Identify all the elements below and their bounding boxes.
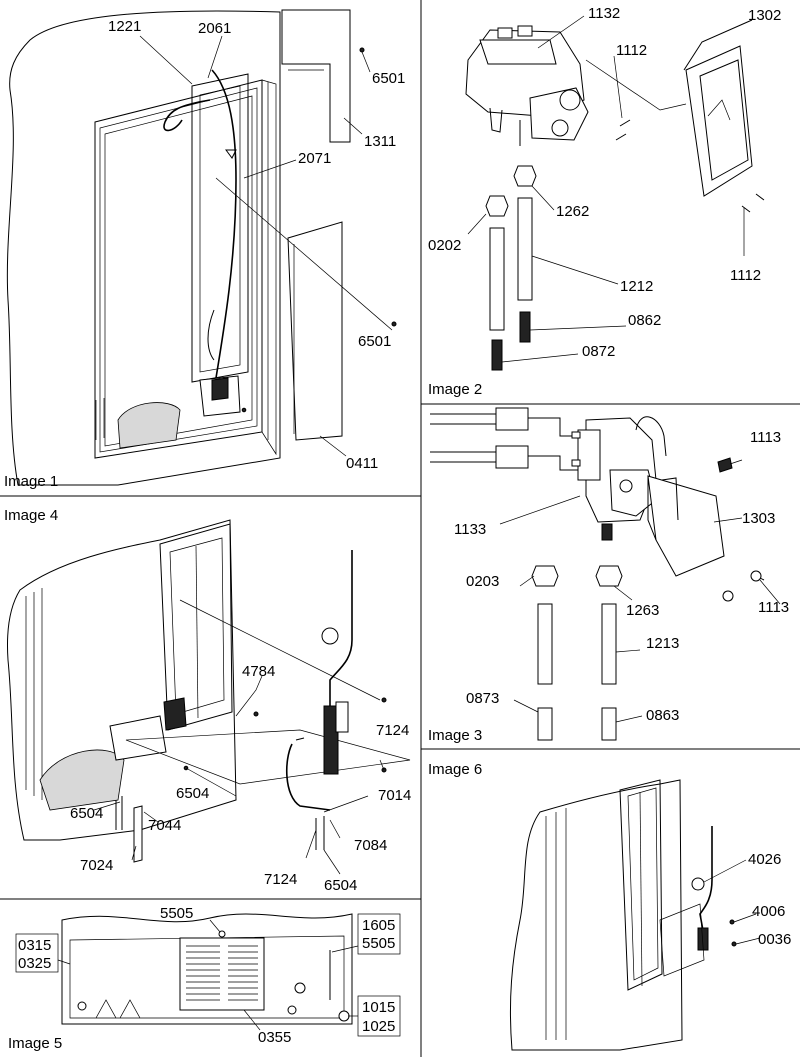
- callout: 1133: [454, 521, 486, 538]
- callout: 1605: [362, 917, 395, 934]
- callout: 6501: [372, 70, 405, 87]
- callout: 5505: [362, 935, 395, 952]
- image1-refrigerator-drawing: [6, 9, 397, 486]
- callout: 6504: [176, 785, 209, 802]
- callout: 0315: [18, 937, 51, 954]
- callout: 5505: [160, 905, 193, 922]
- callout: 0325: [18, 955, 51, 972]
- image6-panel: 4026 4006 0036 Image 6: [428, 761, 791, 1051]
- callout: 0036: [758, 931, 791, 948]
- callout: 1112: [730, 267, 761, 284]
- image2-panel: 1132 1302 1112 1262 0202 1212 1112 0862 …: [428, 5, 781, 398]
- callout: 1262: [556, 203, 589, 220]
- callout: 0873: [466, 690, 499, 707]
- callout: 1015: [362, 999, 395, 1016]
- callout: 1212: [620, 278, 653, 295]
- image-label: Image 1: [4, 473, 58, 490]
- callout: 1303: [742, 510, 775, 527]
- image4-panel: 4784 7124 6504 7014 6504 7044 7084 7024 …: [4, 507, 411, 894]
- callout: 7024: [80, 857, 113, 874]
- callout: 1025: [362, 1018, 395, 1035]
- callout: 1113: [750, 429, 781, 446]
- image6-refrigerator-drawing: [509, 779, 761, 1051]
- callout: 7124: [264, 871, 297, 888]
- callout: 1213: [646, 635, 679, 652]
- callout: 6504: [324, 877, 357, 894]
- image5-panel: 5505 0315 0325 1605 5505 1015 1025 0355 …: [8, 905, 401, 1052]
- callout: 1113: [758, 599, 789, 616]
- callout: 0355: [258, 1029, 291, 1046]
- callout: 7084: [354, 837, 387, 854]
- callout: 0862: [628, 312, 661, 329]
- image3-water-valve-drawing: [430, 407, 781, 741]
- callout: 6504: [70, 805, 103, 822]
- image2-water-valve-drawing: [465, 15, 765, 371]
- callout: 0411: [346, 455, 378, 472]
- callout: 4784: [242, 663, 275, 680]
- callout: 1263: [626, 602, 659, 619]
- image1-panel: 1221 2061 6501 1311 2071 6501 0411 Image…: [4, 9, 405, 490]
- image-label: Image 4: [4, 507, 58, 524]
- callout: 4006: [752, 903, 785, 920]
- image5-vents: [179, 937, 265, 1011]
- image-label: Image 3: [428, 727, 482, 744]
- callout: 2071: [298, 150, 331, 167]
- callout: 0203: [466, 573, 499, 590]
- callout: 1132: [588, 5, 620, 22]
- callout: 7124: [376, 722, 409, 739]
- callout: 0202: [428, 237, 461, 254]
- callout: 1221: [108, 18, 141, 35]
- callout: 7044: [148, 817, 181, 834]
- callout: 6501: [358, 333, 391, 350]
- callout: 1112: [616, 42, 647, 59]
- callout: 0872: [582, 343, 615, 360]
- callout: 0863: [646, 707, 679, 724]
- image-label: Image 2: [428, 381, 482, 398]
- callout: 1311: [364, 133, 396, 150]
- callout: 1302: [748, 7, 781, 24]
- callout: 4026: [748, 851, 781, 868]
- image-label: Image 5: [8, 1035, 62, 1052]
- image5-cover-plate-drawing: [15, 913, 401, 1037]
- image4-refrigerator-drawing: [7, 519, 411, 875]
- image-label: Image 6: [428, 761, 482, 778]
- image3-panel: 1113 1133 1303 0203 1263 1113 1213 0873 …: [428, 407, 789, 744]
- callout: 2061: [198, 20, 231, 37]
- callout: 7014: [378, 787, 411, 804]
